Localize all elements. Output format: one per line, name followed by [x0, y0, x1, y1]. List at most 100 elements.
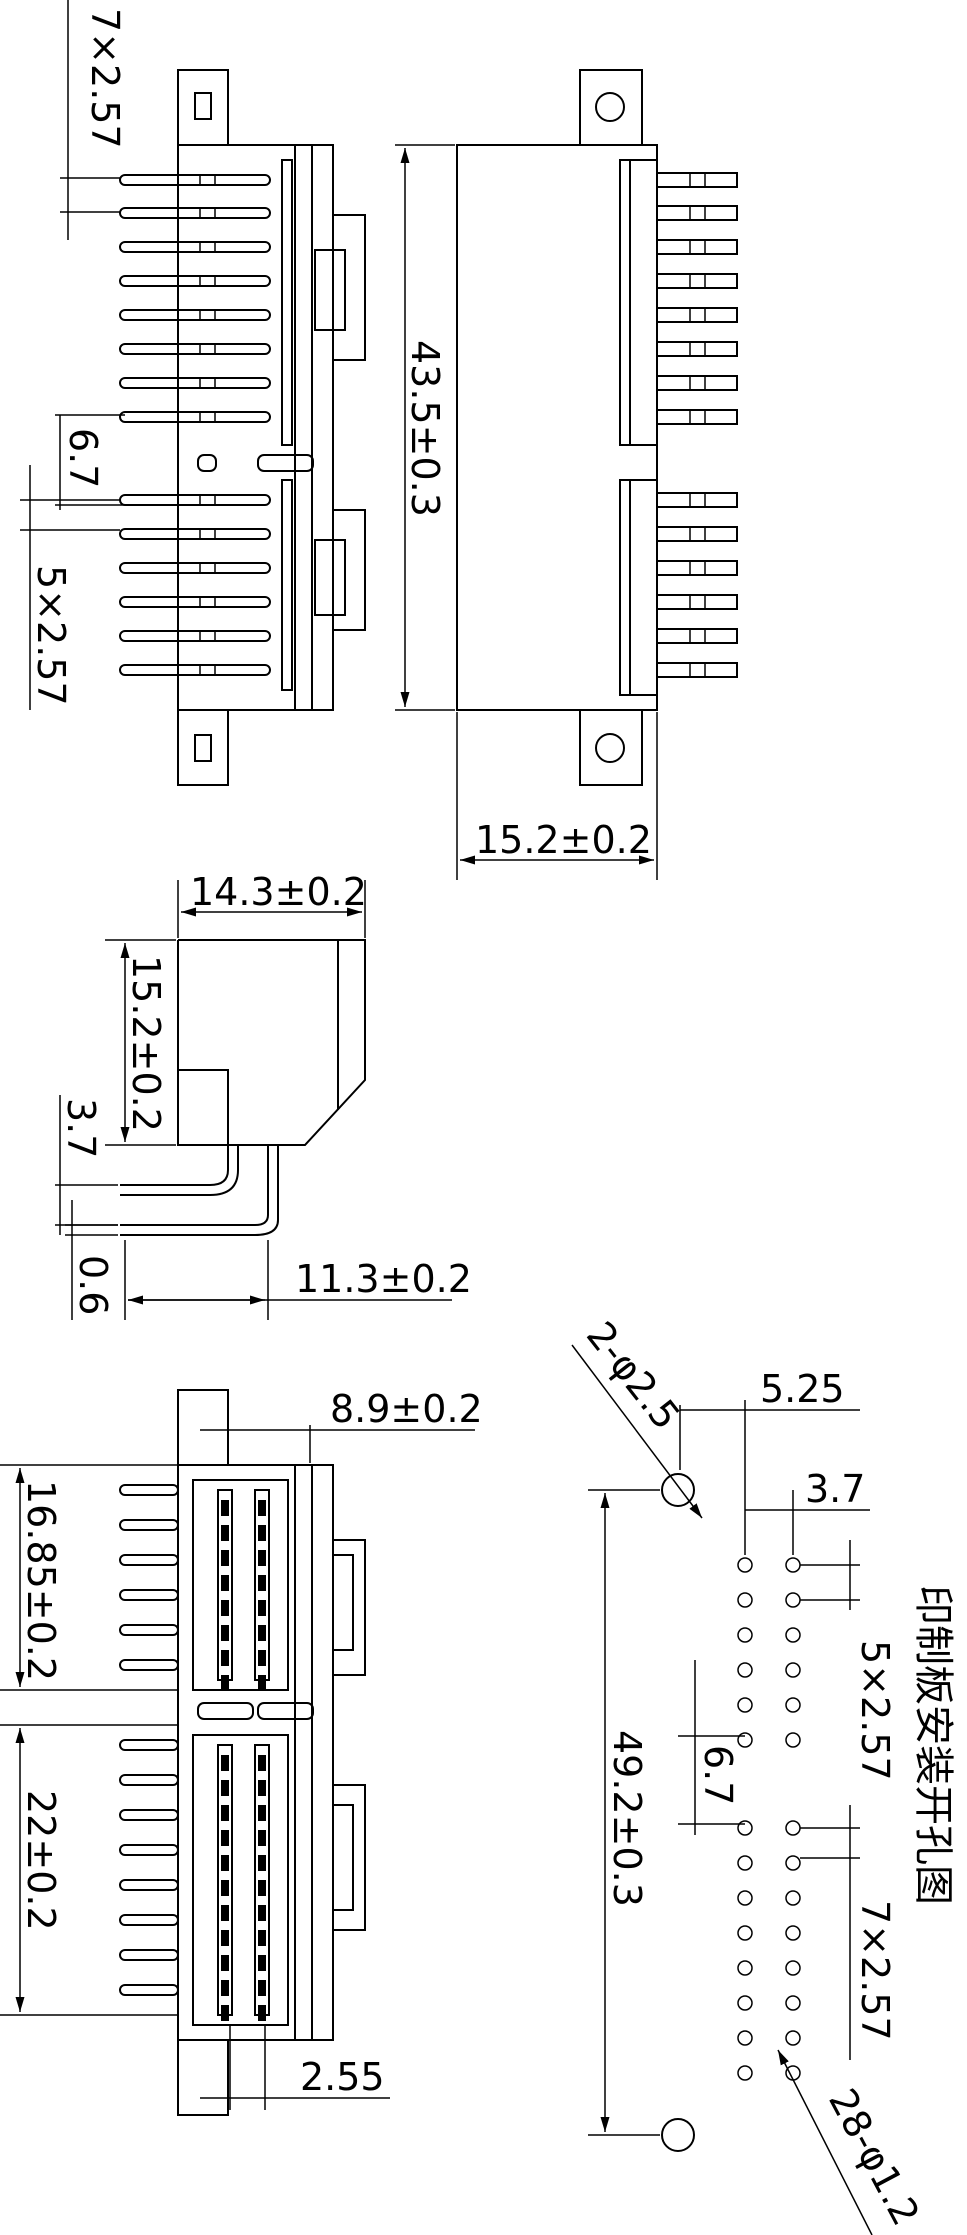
hole — [785, 1697, 801, 1713]
pin — [656, 273, 738, 289]
dim-3-7-side: 3.7 — [59, 1098, 103, 1158]
hole — [737, 1627, 753, 1643]
contact-cell — [258, 1675, 266, 1691]
hole — [785, 1960, 801, 1976]
contact-cell — [221, 1575, 229, 1591]
dim-6-7-top: 6.7 — [61, 428, 105, 488]
pin — [119, 1949, 179, 1961]
contact-cell — [221, 1980, 229, 1996]
contact-cell — [221, 1955, 229, 1971]
contact-cell — [258, 1805, 266, 1821]
contact-cell — [258, 1600, 266, 1616]
hole — [737, 1890, 753, 1906]
contact-cell — [221, 1880, 229, 1896]
contact-cell — [258, 1980, 266, 1996]
contact-cell — [258, 1955, 266, 1971]
hole — [737, 2030, 753, 2046]
pin — [656, 594, 738, 610]
pin — [119, 1589, 179, 1601]
contact-cell — [221, 1625, 229, 1641]
contact-cell — [221, 1780, 229, 1796]
contact-cell — [221, 1855, 229, 1871]
contact-cell — [258, 1500, 266, 1516]
pin — [119, 309, 271, 321]
pin — [119, 1914, 179, 1926]
dim-11-3: 11.3±0.2 — [295, 1257, 472, 1301]
pin — [656, 341, 738, 357]
pin — [119, 241, 271, 253]
pin — [119, 207, 271, 219]
pin — [119, 528, 271, 540]
pin — [119, 1659, 179, 1671]
contact-cell — [258, 2005, 266, 2021]
hole — [785, 1925, 801, 1941]
dim-5x2-57-top: 5×2.57 — [29, 565, 73, 706]
hole — [785, 1592, 801, 1608]
pin — [119, 664, 271, 676]
dim-15-2-depth: 15.2±0.2 — [475, 818, 652, 862]
pin — [119, 1624, 179, 1636]
contact-cell — [258, 1525, 266, 1541]
hole — [785, 1820, 801, 1836]
pin — [119, 1484, 179, 1496]
pin — [656, 560, 738, 576]
pin — [656, 375, 738, 391]
mounting-hole-top — [661, 1473, 695, 1507]
pin — [119, 411, 271, 423]
contact-cell — [221, 1905, 229, 1921]
contact-cell — [258, 1575, 266, 1591]
contact-cell — [221, 1600, 229, 1616]
pin — [119, 377, 271, 389]
front-view: 7×2.57 6.7 5×2.57 — [20, 0, 366, 786]
pin — [656, 492, 738, 508]
hole — [785, 1732, 801, 1748]
contact-cell — [258, 1830, 266, 1846]
contact-cell — [221, 1930, 229, 1946]
hole — [785, 2030, 801, 2046]
hole — [737, 1592, 753, 1608]
contact-cell — [258, 1650, 266, 1666]
hole — [737, 1697, 753, 1713]
hole — [737, 1995, 753, 2011]
back-view: 8.9±0.2 16.85±0.2 22±0.2 2.55 — [0, 1387, 483, 2116]
contact-cell — [258, 1780, 266, 1796]
contact-cell — [221, 1525, 229, 1541]
pin — [119, 630, 271, 642]
hole — [737, 2065, 753, 2081]
contact-cell — [221, 1805, 229, 1821]
pin — [119, 596, 271, 608]
dim-5-25: 5.25 — [760, 1367, 845, 1411]
contact-cell — [258, 1625, 266, 1641]
pin — [119, 494, 271, 506]
contact-cell — [258, 1855, 266, 1871]
contact-cell — [221, 1755, 229, 1771]
hole — [785, 1855, 801, 1871]
contact-cell — [258, 1930, 266, 1946]
pin — [656, 662, 738, 678]
drawing-caption: 印制板安装开孔图 — [910, 1585, 956, 1905]
dim-7x2-57-pcb: 7×2.57 — [853, 1900, 897, 2041]
pin — [656, 628, 738, 644]
hole — [737, 1925, 753, 1941]
dim-14-3: 14.3±0.2 — [190, 870, 367, 914]
contact-cell — [258, 1880, 266, 1896]
pin — [119, 174, 271, 186]
contact-cell — [221, 1500, 229, 1516]
pin — [119, 1844, 179, 1856]
pin — [656, 205, 738, 221]
hole — [785, 1627, 801, 1643]
pcb-hole-layout: 2-φ2.5 5.25 3.7 5×2.57 6.7 49.2±0.3 7×2.… — [571, 1313, 956, 2235]
mounting-hole-bottom — [661, 2118, 695, 2152]
dim-3-7-pcb: 3.7 — [805, 1467, 865, 1511]
contact-cell — [258, 1755, 266, 1771]
side-view-top: 43.5±0.3 15.2±0.2 — [395, 69, 738, 880]
contact-cell — [221, 1550, 229, 1566]
dim-22: 22±0.2 — [19, 1790, 63, 1931]
dim-2-55: 2.55 — [300, 2055, 385, 2099]
hole — [785, 1557, 801, 1573]
pin — [656, 409, 738, 425]
dim-6-7-pcb: 6.7 — [696, 1745, 740, 1805]
pin — [119, 1554, 179, 1566]
hole — [737, 1662, 753, 1678]
